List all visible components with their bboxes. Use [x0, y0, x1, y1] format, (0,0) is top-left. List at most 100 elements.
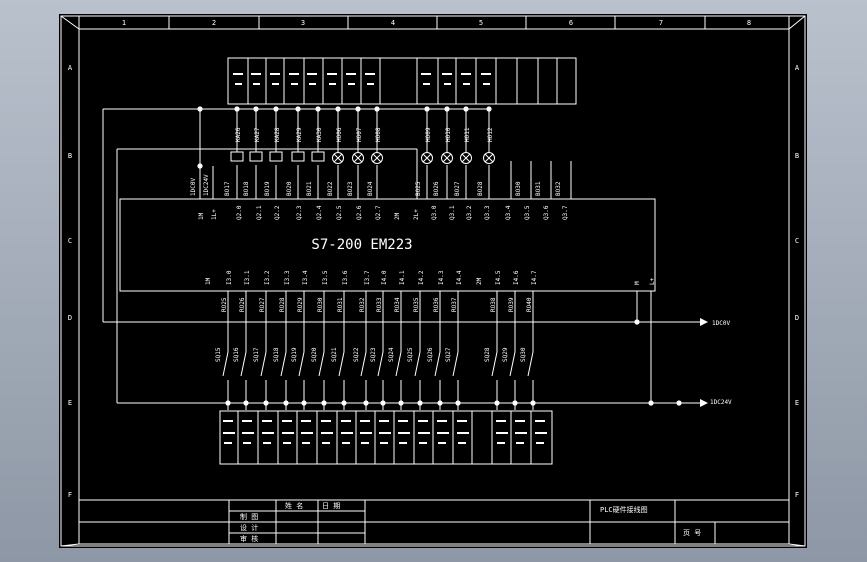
switch-label: SQ29: [502, 347, 509, 362]
terminal-glyph-mark: [379, 432, 391, 434]
plc-input-pin-label: I4.2: [418, 270, 425, 285]
terminal-glyph-mark: [223, 432, 235, 434]
lamp-symbol: [483, 152, 495, 164]
terminal-glyph-mark: [282, 432, 294, 434]
plc-input-pin-label: I3.0: [226, 270, 233, 285]
input-wire-label: RO38: [490, 297, 497, 312]
terminal-glyph-mark: [361, 442, 369, 444]
terminal-glyph-mark: [423, 83, 430, 85]
output-wire-label: BO32: [555, 181, 562, 196]
junction-dot: [243, 400, 249, 406]
switch-contact: [434, 351, 441, 377]
switch-contact: [527, 351, 534, 377]
zone-row-right: F: [795, 491, 799, 499]
plc-input-pin-label: I3.6: [342, 270, 349, 285]
switch-contact: [395, 351, 402, 377]
switch-contact: [338, 351, 345, 377]
input-wiring: RO25SQ15RO26SQ16RO27SQ17RO28SQ18RO29SQ19…: [103, 291, 708, 410]
lamp-symbol: [460, 152, 472, 164]
terminal-glyph-mark: [251, 73, 261, 75]
plc-input-pin-label: I3.3: [284, 270, 291, 285]
terminal-glyph-mark: [348, 83, 355, 85]
switch-label: SQ18: [273, 347, 280, 362]
plc-input-pin-label: I3.1: [244, 270, 251, 285]
terminal-glyph-mark: [289, 73, 299, 75]
plc-input-pin-label: I4.7: [531, 270, 538, 285]
terminal-glyph-mark: [461, 73, 471, 75]
plc-output-pin-label: Q2.7: [375, 205, 382, 220]
zone-column-top: 3: [301, 19, 305, 27]
input-wire-label: RO26: [239, 297, 246, 312]
terminal-glyph-mark: [457, 420, 467, 422]
zone-row-left: C: [68, 237, 72, 245]
terminal-glyph-mark: [291, 83, 298, 85]
terminal-glyph-mark: [365, 73, 375, 75]
terminal-glyph-mark: [399, 442, 407, 444]
input-wire-label: RO29: [297, 297, 304, 312]
junction-dot: [301, 400, 307, 406]
switch-contact: [491, 351, 498, 377]
relay-coil-symbol: [291, 151, 305, 162]
plc-output-pin-label: Q3.6: [543, 205, 550, 220]
junction-dot: [380, 400, 386, 406]
switch-contact: [509, 351, 516, 377]
switch-label: SQ28: [484, 347, 491, 362]
terminal-glyph-mark: [253, 83, 260, 85]
drawing-sheet: [59, 14, 807, 548]
title-row-review: 审 核: [240, 534, 258, 543]
terminal-glyph-mark: [421, 73, 431, 75]
plc-input-pin-label: 2M: [476, 277, 483, 285]
terminal-glyph-mark: [341, 420, 351, 422]
lamp-symbol: [352, 152, 364, 164]
terminal-glyph-mark: [242, 420, 252, 422]
switch-label: SQ15: [215, 347, 222, 362]
lamp-symbol: [441, 152, 453, 164]
relay-coil-symbol: [269, 151, 283, 162]
terminal-glyph-mark: [418, 432, 430, 434]
zone-row-left: A: [68, 64, 73, 72]
output-wire-label: BO23: [347, 181, 354, 196]
lamp-cross: [353, 153, 363, 163]
zone-column-top: 7: [659, 19, 663, 27]
input-wire-label: RO31: [337, 297, 344, 312]
junction-dot: [398, 400, 404, 406]
switch-contact: [318, 351, 325, 377]
terminal-glyph-mark: [233, 73, 243, 75]
plc-output-pin-label: Q3.5: [524, 205, 531, 220]
junction-dot: [676, 400, 682, 406]
switch-label: SQ20: [311, 347, 318, 362]
terminal-glyph-mark: [398, 420, 408, 422]
lamp-cross: [372, 153, 382, 163]
terminal-glyph-mark: [457, 432, 469, 434]
load-label: HO11: [464, 127, 471, 142]
frame-bevel-br: [788, 543, 806, 547]
terminal-glyph-mark: [301, 420, 311, 422]
terminal-glyph-mark: [341, 432, 353, 434]
terminal-glyph-mark: [516, 442, 524, 444]
zone-row-right: B: [795, 152, 799, 160]
lamp-cross: [333, 153, 343, 163]
junction-dot: [197, 163, 203, 169]
zone-column-top: 6: [569, 19, 573, 27]
terminal-glyph-mark: [438, 442, 446, 444]
terminal-glyph-mark: [442, 73, 452, 75]
output-wire-label: BO21: [306, 181, 313, 196]
plc-output-pin-label: 1M: [198, 212, 205, 220]
lamp-cross: [442, 153, 452, 163]
relay-coil-symbol: [249, 151, 263, 162]
switch-label: SQ27: [445, 347, 452, 362]
plc-output-pin-label: Q3.0: [431, 205, 438, 220]
input-wire-label: RO36: [433, 297, 440, 312]
terminal-glyph-mark: [223, 420, 233, 422]
terminal-glyph-mark: [444, 83, 451, 85]
terminal-glyph-mark: [283, 442, 291, 444]
plc-output-pin-label: Q2.0: [236, 205, 243, 220]
output-wire-label: BO20: [286, 181, 293, 196]
terminal-glyph-mark: [242, 432, 254, 434]
plc-output-pin-label: Q3.7: [562, 205, 569, 220]
output-wire-label: BO25: [415, 181, 422, 196]
